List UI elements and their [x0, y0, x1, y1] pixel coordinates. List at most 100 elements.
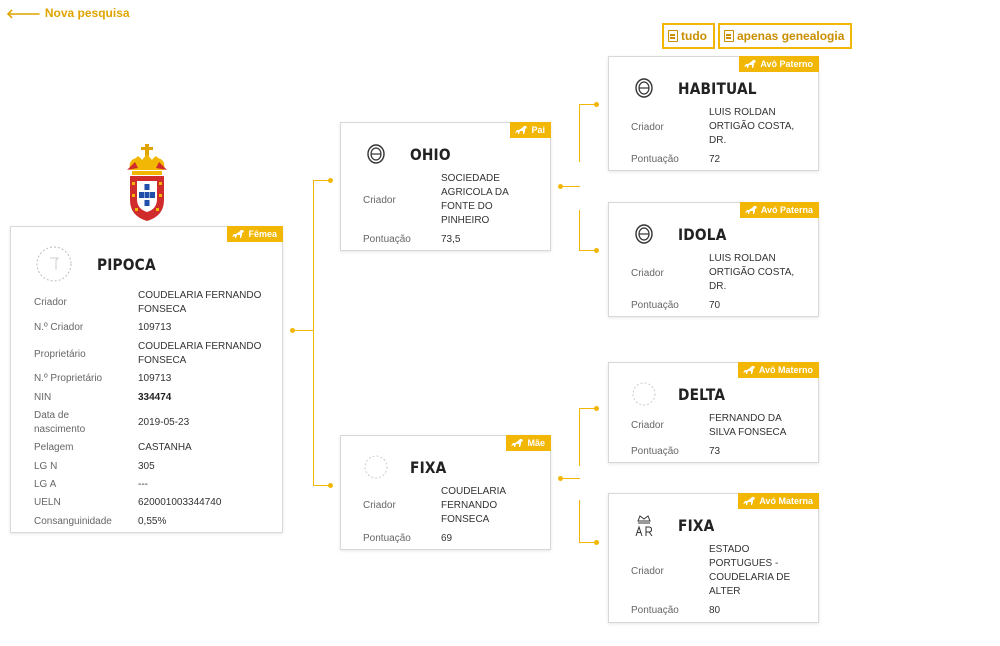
- new-search-label: Nova pesquisa: [44, 6, 130, 20]
- sex-badge: Fêmea: [227, 226, 283, 242]
- pdf-file-icon: [668, 30, 678, 42]
- coat-value: CASTANHA: [138, 442, 192, 453]
- relation-badge-label: Mãe: [527, 438, 545, 448]
- score-value: 72: [709, 154, 721, 165]
- breeder-value: SOCIEDADE AGRICOLA DA FONTE DO PINHEIRO: [441, 173, 509, 226]
- nin-label: NIN: [34, 392, 52, 403]
- breeder-label: Criador: [363, 500, 396, 511]
- brand-mark-icon: [629, 219, 659, 249]
- connector-dot: [558, 184, 563, 189]
- pdf-genealogy-label: apenas genealogia: [737, 29, 845, 43]
- inbreeding-value: 0,55%: [138, 516, 167, 527]
- score-label: Pontuação: [363, 234, 411, 245]
- ueln-value: 620001003344740: [138, 497, 222, 508]
- connector-dot: [290, 328, 295, 333]
- relation-badge: Avô Paterno: [739, 56, 819, 72]
- connector-line: [292, 330, 314, 331]
- breeder-number-label: N.º Criador: [34, 322, 84, 333]
- horse-card-dam[interactable]: Mãe FIXA Criador COUDELARIA FERNANDO FON…: [340, 435, 551, 550]
- connector-dot: [594, 540, 599, 545]
- coat-of-arms-icon: [127, 144, 167, 221]
- connector-line: [579, 500, 580, 542]
- breeder-label: Criador: [631, 420, 664, 431]
- horse-name: DELTA: [678, 384, 726, 404]
- breeder-value: ESTADO PORTUGUES - COUDELARIA DE ALTER: [709, 544, 791, 597]
- score-value: 73: [709, 446, 721, 457]
- breeder-label: Criador: [34, 297, 67, 308]
- connector-line: [313, 180, 314, 485]
- breeder-value: LUIS ROLDAN ORTIGÃO COSTA, DR.: [709, 107, 795, 146]
- breeder-value: COUDELARIA FERNANDO FONSECA: [138, 290, 262, 315]
- horse-card-sire[interactable]: Pai OHIO Criador SOCIEDADE AGRICOLA DA F…: [340, 122, 551, 251]
- score-label: Pontuação: [363, 533, 411, 544]
- horse-icon: [743, 497, 756, 505]
- connector-dot: [328, 178, 333, 183]
- relation-badge-label: Avô Paterno: [760, 59, 813, 69]
- owner-number-label: N.º Proprietário: [34, 373, 103, 384]
- breeder-logo-placeholder-icon: [629, 379, 659, 409]
- breeder-label: Criador: [631, 268, 664, 279]
- connector-line: [313, 485, 331, 486]
- horse-name: HABITUAL: [678, 78, 757, 98]
- relation-badge: Avó Paterna: [739, 202, 819, 218]
- pdf-file-icon: [724, 30, 734, 42]
- score-label: Pontuação: [631, 446, 679, 457]
- connector-dot: [594, 248, 599, 253]
- pdf-all-label: tudo: [681, 29, 707, 43]
- arrow-left-icon: 🡐: [6, 5, 41, 21]
- lga-value: ---: [138, 479, 148, 490]
- connector-line: [579, 542, 597, 543]
- inbreeding-label: Consanguinidade: [34, 516, 112, 527]
- horse-card-maternal-granddam[interactable]: Avó Materna FIXA Criador ESTADO PORTUGUE…: [608, 493, 819, 623]
- horse-icon: [744, 60, 757, 68]
- horse-card-paternal-granddam[interactable]: Avó Paterna IDOLA Criador LUIS ROLDAN OR…: [608, 202, 819, 317]
- new-search-link[interactable]: 🡐 Nova pesquisa: [6, 6, 130, 20]
- birth-date-label: Data de nascimento: [34, 410, 86, 435]
- connector-line: [579, 104, 580, 162]
- horse-name: PIPOCA: [97, 254, 156, 274]
- relation-badge: Mãe: [506, 435, 551, 451]
- coat-label: Pelagem: [34, 442, 74, 453]
- horse-name: FIXA: [410, 457, 447, 477]
- relation-badge: Avô Materno: [737, 362, 819, 378]
- alter-crown-brand-icon: [629, 510, 659, 540]
- score-value: 80: [709, 605, 721, 616]
- horse-icon: [511, 439, 524, 447]
- connector-line: [579, 408, 580, 466]
- relation-badge: Avó Materna: [738, 493, 819, 509]
- relation-badge-label: Avó Materna: [759, 496, 813, 506]
- horse-name: OHIO: [410, 144, 451, 164]
- connector-dot: [328, 483, 333, 488]
- connector-line: [579, 104, 597, 105]
- owner-number-value: 109713: [138, 373, 172, 384]
- breeder-number-value: 109713: [138, 322, 172, 333]
- horse-icon: [742, 366, 755, 374]
- score-value: 70: [709, 300, 721, 311]
- breeder-logo-placeholder-icon: [361, 452, 391, 482]
- connector-line: [579, 210, 580, 250]
- pdf-all-button[interactable]: tudo: [662, 23, 715, 49]
- connector-dot: [558, 476, 563, 481]
- ueln-label: UELN: [34, 497, 61, 508]
- horse-icon: [515, 126, 528, 134]
- pdf-actions: tudo apenas genealogia: [662, 23, 853, 49]
- horse-card-paternal-grandsire[interactable]: Avô Paterno HABITUAL Criador LUIS ROLDAN…: [608, 56, 819, 171]
- horse-card-maternal-grandsire[interactable]: Avô Materno DELTA Criador FERNANDO DA SI…: [608, 362, 819, 463]
- birth-date-value: 2019-05-23: [138, 417, 190, 428]
- connector-line: [579, 408, 597, 409]
- sex-badge-label: Fêmea: [248, 229, 277, 239]
- horse-name: IDOLA: [678, 224, 727, 244]
- score-value: 69: [441, 533, 453, 544]
- pdf-genealogy-button[interactable]: apenas genealogia: [718, 23, 853, 49]
- score-label: Pontuação: [631, 605, 679, 616]
- owner-value: COUDELARIA FERNANDO FONSECA: [138, 341, 262, 366]
- horse-card-main: Fêmea PIPOCA Criador COUDELARIA FERNANDO…: [10, 226, 283, 533]
- score-label: Pontuação: [631, 300, 679, 311]
- score-value: 73,5: [441, 234, 461, 245]
- owner-label: Proprietário: [34, 349, 86, 360]
- breeder-value: FERNANDO DA SILVA FONSECA: [709, 413, 787, 438]
- score-label: Pontuação: [631, 154, 679, 165]
- connector-line: [313, 180, 331, 181]
- horse-name: FIXA: [678, 515, 715, 535]
- connector-dot: [594, 102, 599, 107]
